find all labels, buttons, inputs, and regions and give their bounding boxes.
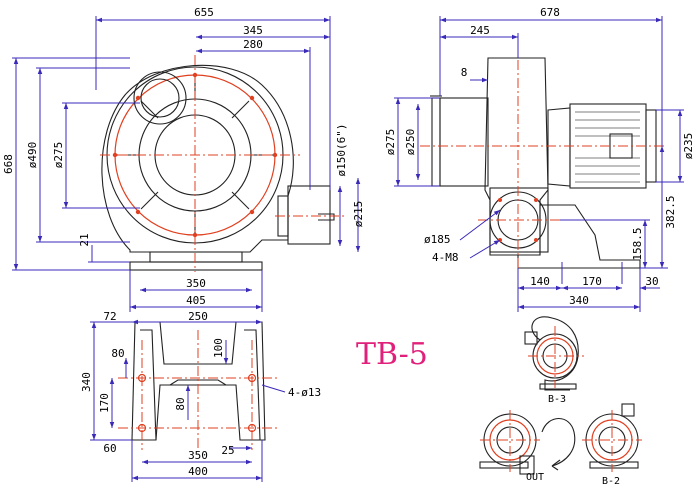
dim-d275: ø275: [52, 142, 65, 169]
dim-340-side: 340: [569, 294, 589, 307]
front-housing-outline: [101, 64, 294, 253]
dim-side-d235: ø235: [682, 133, 695, 160]
dim-678: 678: [540, 6, 560, 19]
dim-30: 30: [645, 275, 658, 288]
front-motor-cap: [133, 71, 187, 125]
dim-60: 60: [103, 442, 116, 455]
dim-245: 245: [470, 24, 490, 37]
side-inlet: [439, 97, 489, 187]
dim-350-base: 350: [188, 449, 208, 462]
label-out: OUT: [526, 472, 544, 483]
dim-655: 655: [194, 6, 214, 19]
dim-8: 8: [461, 66, 468, 79]
callout-4-m8: 4-M8: [432, 251, 459, 264]
model-title: TB-5: [356, 337, 428, 372]
side-housing: [484, 57, 549, 256]
dim-340-base: 340: [80, 372, 93, 392]
side-view: 678 245 8 ø275 ø250 ø235 382.5 158.5 ø18…: [384, 6, 695, 312]
orientation-views: B-3 OUT B-2: [479, 316, 642, 487]
dim-280: 280: [243, 38, 263, 51]
front-base-plate: [129, 261, 263, 271]
dim-668: 668: [2, 154, 15, 174]
dim-250: 250: [188, 310, 208, 323]
callout-d185: ø185: [424, 233, 451, 246]
orientation-b3: B-3: [524, 316, 584, 405]
dim-21: 21: [78, 233, 91, 246]
dim-350-front: 350: [186, 277, 206, 290]
front-outlet-flange: [287, 185, 331, 245]
dim-382-5: 382.5: [664, 195, 677, 228]
orientation-b2: B-2: [582, 403, 642, 487]
callout-4-d13: 4-ø13: [288, 386, 321, 399]
dim-345: 345: [243, 24, 263, 37]
dim-72: 72: [103, 310, 116, 323]
base-view: 72 250 80 340 170 60 100 80 25 4-ø13 350…: [80, 310, 321, 482]
dim-25: 25: [221, 444, 234, 457]
dim-170: 170: [582, 275, 602, 288]
orientation-out: OUT: [479, 410, 544, 483]
label-b2: B-2: [602, 476, 620, 487]
dim-100: 100: [212, 338, 225, 358]
dim-170-base: 170: [98, 393, 111, 413]
side-motor: [547, 107, 571, 187]
label-b3: B-3: [548, 394, 566, 405]
dim-d215: ø215: [352, 201, 365, 228]
dim-400: 400: [188, 465, 208, 478]
dim-side-d275: ø275: [384, 129, 397, 156]
dim-140: 140: [530, 275, 550, 288]
front-view: 655 345 280 668 ø490 ø275 21 ø150(6") ø2…: [2, 6, 365, 312]
dim-405: 405: [186, 294, 206, 307]
dim-d150: ø150(6"): [335, 124, 348, 177]
dim-d490: ø490: [26, 142, 39, 169]
dim-158-5: 158.5: [631, 227, 644, 260]
dim-80-a: 80: [111, 347, 124, 360]
base-mount-holes: [137, 373, 257, 433]
dim-side-d250: ø250: [404, 129, 417, 156]
side-stand: [517, 204, 641, 269]
rotation-arrow: [541, 417, 576, 467]
dim-80-b: 80: [174, 397, 187, 410]
